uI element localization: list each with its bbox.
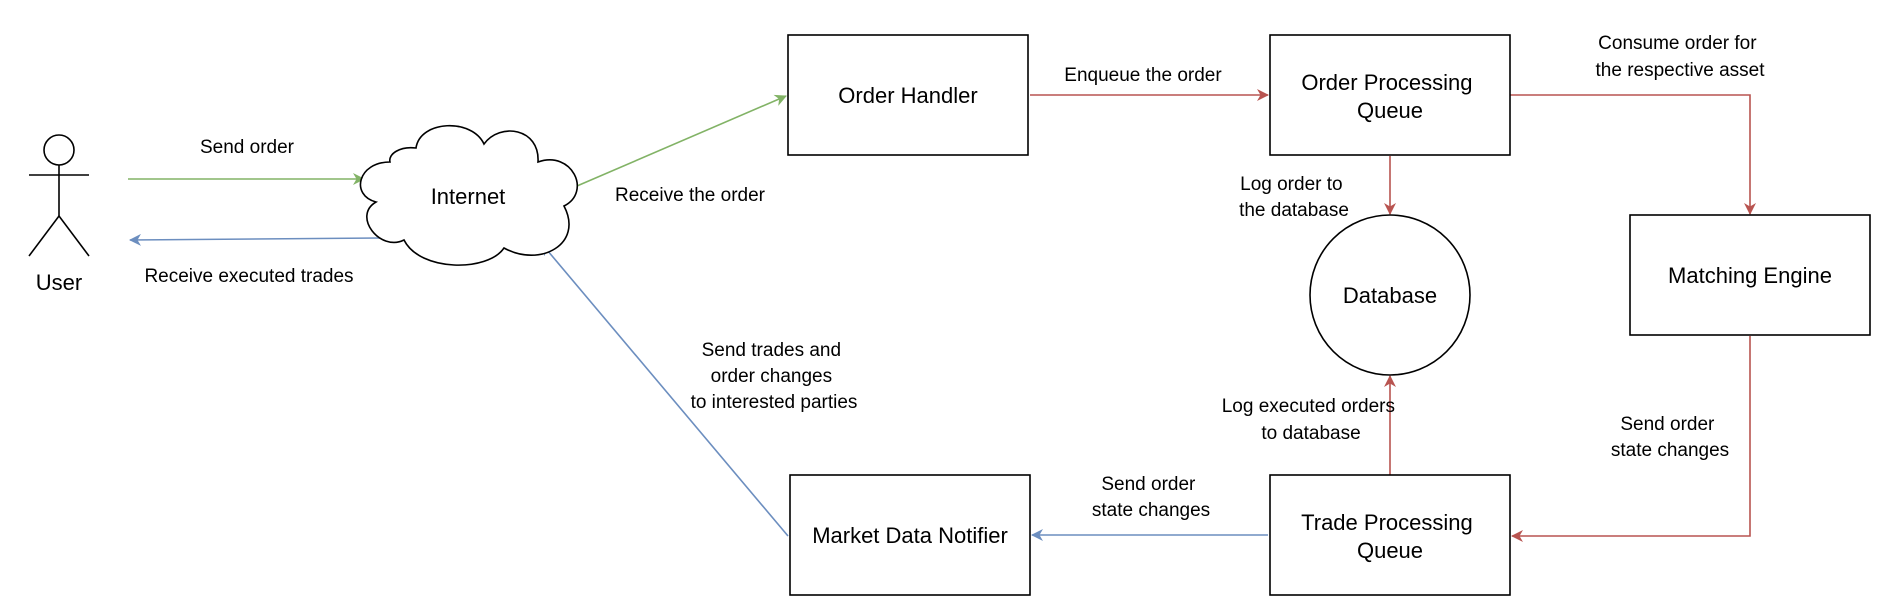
user-actor[interactable] — [28, 134, 90, 257]
log-executed-orders-label: Log executed orders to database — [1222, 396, 1401, 444]
log-executed-line-2: to database — [1261, 423, 1360, 444]
market-data-notifier-box[interactable] — [789, 474, 1031, 596]
trade-processing-queue-box[interactable] — [1269, 474, 1511, 596]
user-left-leg — [28, 215, 60, 257]
matching-engine-label: Matching Engine — [1668, 263, 1832, 288]
log-order-line-2: the database — [1239, 200, 1349, 221]
ssc-right-line-2: state changes — [1611, 440, 1729, 461]
edge-market-data-notifier-to-internet — [541, 243, 789, 537]
log-executed-line-1: Log executed orders — [1222, 396, 1395, 417]
edge-opq-to-matching-engine — [1510, 94, 1756, 215]
trade-processing-queue-label: Trade Processing Queue — [1301, 510, 1479, 563]
send-trades-line-1: Send trades and — [702, 340, 841, 361]
matching-engine-box[interactable] — [1629, 214, 1871, 336]
consume-order-label: Consume order for the respective asset — [1596, 33, 1766, 81]
order-processing-queue-label: Order Processing Queue — [1301, 70, 1478, 123]
user-label: User — [36, 270, 82, 295]
send-trades-line-2: order changes — [711, 366, 832, 387]
send-trades-line-3: to interested parties — [691, 392, 858, 413]
user-head — [43, 134, 75, 166]
user-right-leg — [58, 215, 90, 257]
log-order-line-1: Log order to — [1240, 174, 1342, 195]
market-data-notifier-label: Market Data Notifier — [812, 523, 1008, 548]
receive-executed-trades-label: Receive executed trades — [144, 266, 353, 287]
database-circle[interactable] — [1309, 214, 1471, 376]
send-order-state-changes-bottom-label: Send order state changes — [1092, 474, 1210, 521]
edge-internet-to-user — [129, 233, 381, 246]
opq-label-line-1: Order Processing — [1301, 70, 1472, 95]
log-order-label: Log order to the database — [1239, 174, 1349, 221]
ssc-bottom-line-2: state changes — [1092, 500, 1210, 521]
send-trades-label: Send trades and order changes to interes… — [691, 340, 858, 413]
edge-matching-engine-to-tpq — [1511, 336, 1751, 542]
send-order-label: Send order — [200, 137, 295, 158]
database-label: Database — [1343, 283, 1437, 308]
edges — [128, 89, 1756, 542]
consume-order-line-1: Consume order for — [1598, 33, 1757, 54]
send-order-state-changes-right-label: Send order state changes — [1611, 414, 1729, 461]
consume-order-line-2: the respective asset — [1596, 60, 1766, 81]
internet-cloud[interactable] — [359, 124, 578, 266]
enqueue-the-order-label: Enqueue the order — [1064, 65, 1222, 86]
ssc-right-line-1: Send order — [1620, 414, 1715, 435]
order-handler-label: Order Handler — [838, 83, 977, 108]
internet-label: Internet — [431, 184, 506, 209]
order-processing-queue-box[interactable] — [1269, 34, 1511, 156]
ssc-bottom-line-1: Send order — [1101, 474, 1196, 495]
tpq-label-line-1: Trade Processing — [1301, 510, 1473, 535]
edge-internet-to-order-handler — [562, 94, 787, 193]
receive-the-order-label: Receive the order — [615, 185, 766, 206]
order-handler-box[interactable] — [787, 34, 1029, 156]
tpq-label-line-2: Queue — [1357, 538, 1423, 563]
opq-label-line-2: Queue — [1357, 98, 1423, 123]
